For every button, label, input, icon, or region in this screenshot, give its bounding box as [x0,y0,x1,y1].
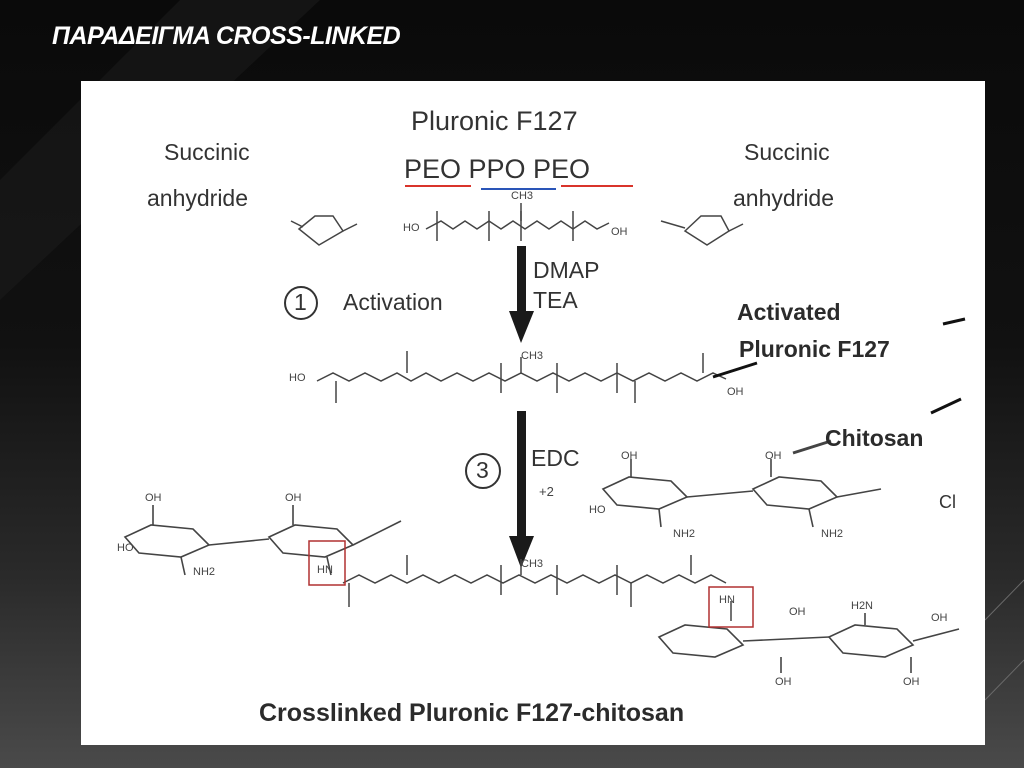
product-label: Crosslinked Pluronic F127-chitosan [259,699,685,727]
step-1-reagent-dmap: DMAP [533,257,600,283]
succinic-left-line2: anhydride [147,185,249,211]
slide-title: ΠΑΡΑΔΕΙΓΜΑ CROSS-LINKED [52,22,401,50]
chitosan-product-left-rings [123,505,402,576]
succinic-right-line1: Succinic [744,139,830,165]
atom-oh-chitosan-right-4: OH [903,676,920,688]
atom-ho-chitosan-reactant: HO [589,504,606,516]
annotation-stroke-activated [712,361,758,379]
atom-oh-top: OH [611,226,628,238]
chloride-label: Cl [939,492,956,512]
step-1-circle [284,286,318,320]
reaction-arrow-3 [509,411,534,568]
reaction-arrow-1 [509,246,534,343]
chitosan-multiplier: +2 [539,484,554,499]
activated-pluronic-chain [316,351,727,403]
atom-hn-left: HN [317,564,333,576]
atom-oh-chitosan-right-1: OH [789,606,806,618]
activated-label-line1: Activated [737,299,841,325]
step-1-reagent-tea: TEA [533,287,578,313]
atom-oh-chitosan-right-2: OH [931,612,948,624]
succinic-anhydride-ring-left [290,215,358,246]
step-3-number: 3 [476,457,489,483]
amide-highlight-box-left [308,540,346,586]
step-3-reagent-edc: EDC [531,445,580,471]
atom-nh-right: HN [719,594,735,606]
atom-ch3-activated: CH3 [521,350,544,362]
atom-oh-chitosan-right-3: OH [775,676,792,688]
amide-highlight-box-right [708,586,754,628]
activated-label-line2: Pluronic F127 [739,336,890,362]
chitosan-label: Chitosan [825,425,924,451]
crosslinked-pluronic-chain [342,555,732,621]
atom-ch3-crosslinked: CH3 [521,558,544,570]
succinic-right-line2: anhydride [733,185,835,211]
atom-nh2-chitosan-reactant-2: NH2 [821,528,844,540]
chitosan-reactant-rings [601,439,882,528]
reaction-scheme-drawing [123,185,966,673]
annotation-stroke-right [930,397,962,415]
atom-nh2-chitosan-left: NH2 [193,566,216,578]
atom-oh-chitosan-reactant-2: OH [765,450,782,462]
atom-ho-top: HO [403,222,420,234]
block-structure-label: PEO PPO PEO [404,154,591,184]
step-1-number: 1 [294,289,307,315]
atom-oh-chitosan-left-1: OH [145,492,162,504]
chitosan-product-right-rings [657,613,960,673]
step-3-circle [465,453,501,489]
pluronic-title: Pluronic F127 [411,106,578,136]
atom-ho-activated: HO [289,372,306,384]
pluronic-chain-top [425,203,610,241]
succinic-anhydride-ring-right [660,215,744,246]
atom-oh-activated: OH [727,386,744,398]
reaction-scheme-figure: Pluronic F127 PEO PPO PEO Succinic anhyd… [81,81,985,745]
atom-h2n-chitosan-right: H2N [851,600,874,612]
atom-oh-chitosan-left-2: OH [285,492,302,504]
succinic-left-line1: Succinic [164,139,250,165]
annotation-stroke-top-right [942,317,966,326]
step-1-label: Activation [343,289,443,315]
atom-ho-chitosan-left: HO [117,542,134,554]
atom-ch3-top: CH3 [511,190,534,202]
atom-nh2-chitosan-reactant-1: NH2 [673,528,696,540]
atom-oh-chitosan-reactant-1: OH [621,450,638,462]
